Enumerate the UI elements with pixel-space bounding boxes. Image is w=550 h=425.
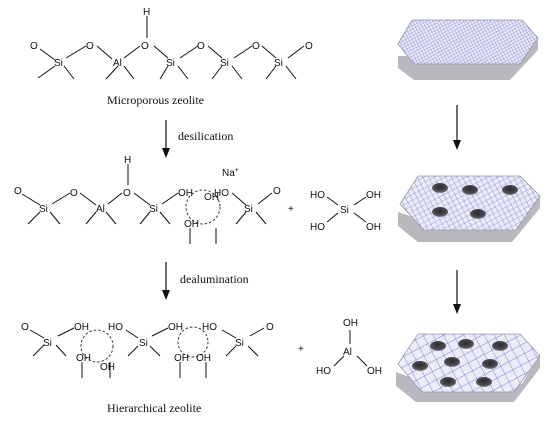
sodium-charge: + — [235, 167, 239, 174]
zeolite-crystal-icon — [396, 333, 541, 402]
atom-al: Al — [343, 347, 352, 358]
mesopore — [470, 209, 486, 219]
hydroxyl: OH — [174, 353, 189, 364]
mesopore — [430, 341, 446, 351]
hydroxyl: OH — [168, 322, 183, 333]
atom-o: O — [197, 41, 205, 52]
zeolite-crystal-icon — [398, 175, 541, 242]
atom-si: Si — [166, 58, 175, 69]
hydroxyl: HO — [214, 188, 229, 199]
hydroxyl: OH — [367, 366, 382, 377]
atom-al: Al — [96, 204, 105, 215]
down-arrow-icon — [453, 270, 461, 314]
mesopore — [492, 341, 508, 351]
atom-si: Si — [54, 58, 63, 69]
structure-desilicated: O Si O Al H O Si OH Na+ OH OH Si HO O + … — [14, 155, 381, 244]
sodium: Na+ — [222, 167, 239, 179]
mesopore — [432, 207, 448, 217]
hydroxyl: HO — [316, 366, 331, 377]
atom-si: Si — [43, 338, 52, 349]
atom-si: Si — [139, 338, 148, 349]
atom-o: O — [14, 186, 22, 197]
down-arrow-icon — [162, 262, 170, 300]
plus-sign: + — [298, 344, 304, 355]
hydroxyl: OH — [204, 192, 219, 203]
atom-o: O — [273, 186, 281, 197]
hydroxyl: OH — [178, 188, 193, 199]
atom-o: O — [70, 188, 78, 199]
caption-hierarchical: Hierarchical zeolite — [107, 401, 201, 415]
step-desilication: desilication — [178, 129, 233, 143]
atom-si: Si — [235, 338, 244, 349]
atom-o: O — [123, 188, 131, 199]
mesopore — [476, 377, 492, 387]
mesopore — [440, 377, 456, 387]
down-arrow-icon — [453, 105, 461, 150]
atom-si: Si — [340, 205, 349, 216]
mesopore — [482, 359, 498, 369]
atom-si: Si — [220, 58, 229, 69]
hydroxyl: OH — [74, 322, 89, 333]
atom-si: Si — [244, 204, 253, 215]
hydroxyl: OH — [366, 190, 381, 201]
atom-o: O — [86, 41, 94, 52]
atom-o: O — [252, 41, 260, 52]
hydroxyl: HO — [108, 322, 123, 333]
structure-hierarchical: O Si OH OH OH HO Si OH OH OH HO Si O + O… — [21, 318, 382, 415]
hydroxyl: OH — [366, 222, 381, 233]
hydroxyl: OH — [343, 318, 358, 329]
atom-h: H — [124, 155, 131, 166]
atom-o: O — [30, 41, 38, 52]
hydroxyl: HO — [202, 322, 217, 333]
atom-si: Si — [274, 58, 283, 69]
caption-microporous: Microporous zeolite — [107, 93, 204, 107]
mesopore — [412, 361, 428, 371]
mesopore — [458, 339, 474, 349]
mesopore — [432, 183, 448, 193]
atom-o: O — [305, 41, 313, 52]
hydroxyl: OH — [196, 353, 211, 364]
hydroxyl: HO — [310, 222, 325, 233]
hydroxyl: OH — [76, 353, 91, 364]
atom-al: Al — [113, 58, 122, 69]
atom-o: O — [21, 322, 29, 333]
structure-microporous: O Si O Al H O Si O Si O Si O Microporous… — [30, 7, 313, 107]
atom-o: O — [266, 322, 274, 333]
atom-si: Si — [149, 204, 158, 215]
zeolite-crystal-icon — [397, 19, 539, 80]
step-dealumination: dealumination — [180, 272, 249, 286]
down-arrow-icon — [162, 120, 170, 158]
atom-h: H — [143, 7, 150, 18]
atom-si: Si — [39, 204, 48, 215]
mesopore — [444, 357, 460, 367]
hydroxyl: HO — [310, 190, 325, 201]
mesopore — [462, 185, 478, 195]
hydroxyl: OH — [184, 219, 199, 230]
hydroxyl: OH — [100, 362, 115, 373]
mesopore — [502, 185, 518, 195]
atom-o: O — [141, 41, 149, 52]
plus-sign: + — [288, 204, 294, 215]
